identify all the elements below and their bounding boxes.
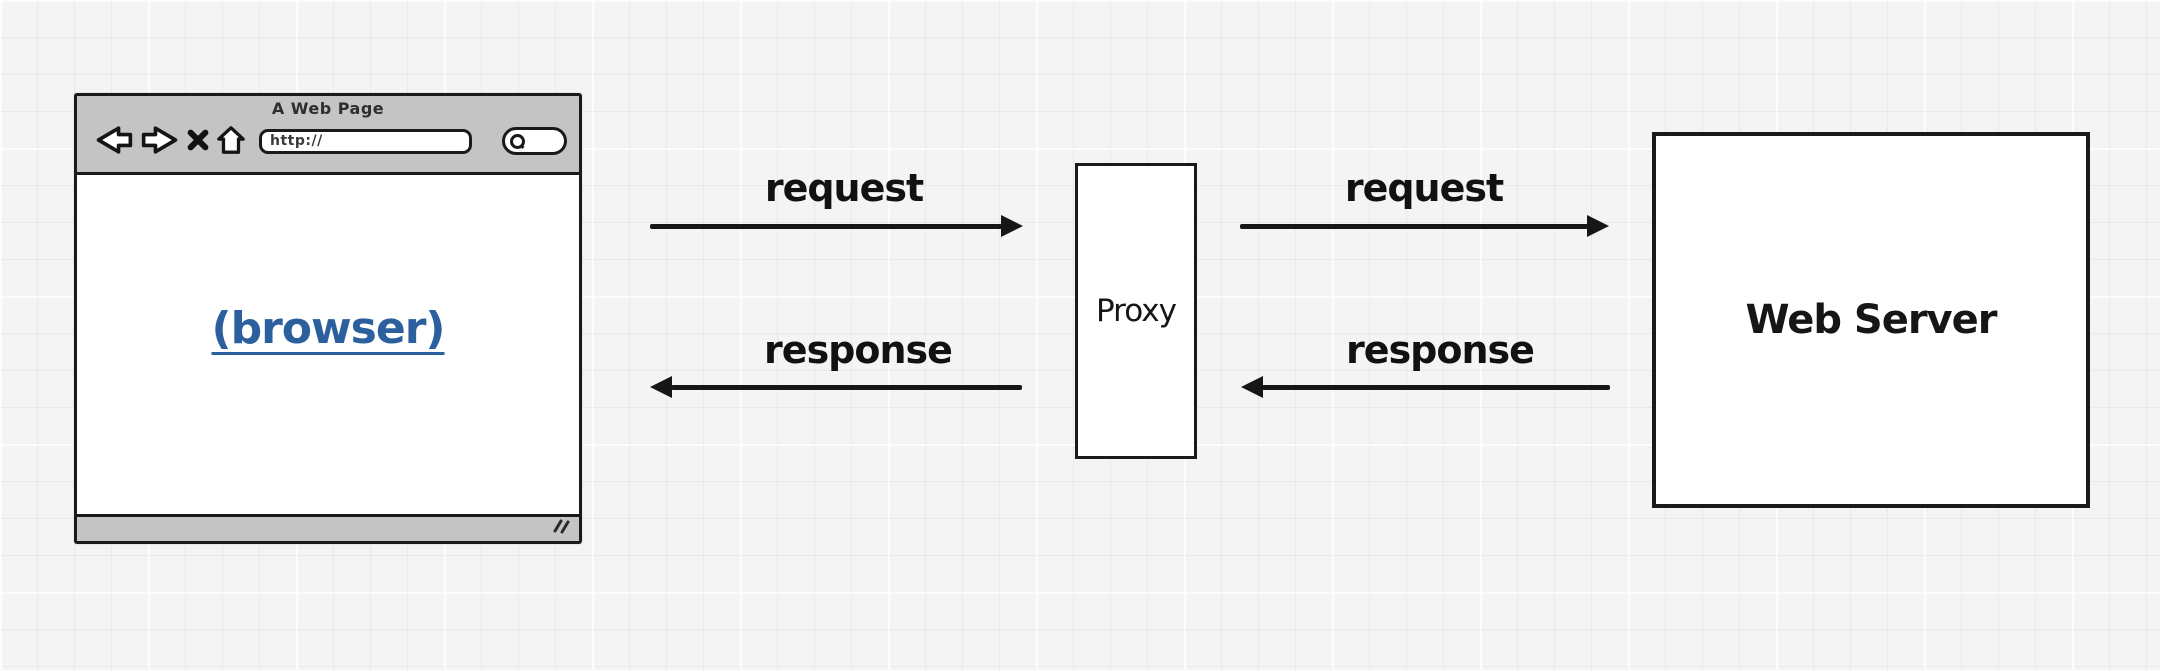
web-server-node: Web Server [1652, 132, 2090, 508]
arrowhead-right-icon [1001, 215, 1023, 237]
arrowhead-left-icon [1241, 376, 1263, 398]
forward-button[interactable] [140, 124, 180, 159]
browser-statusbar [77, 514, 579, 541]
search-icon [509, 134, 525, 149]
browser-link[interactable]: (browser) [211, 303, 445, 354]
window-title: A Web Page [271, 99, 385, 118]
web-server-label: Web Server [1745, 297, 1998, 343]
home-icon [216, 125, 246, 158]
response-label-server-proxy: response [1346, 328, 1535, 372]
browser-window: A Web Page [74, 93, 582, 544]
browser-toolbar: http:// [91, 121, 567, 161]
browser-content: (browser) [77, 175, 579, 514]
resize-grip-icon[interactable] [552, 518, 572, 538]
proxy-label: Proxy [1096, 293, 1177, 329]
close-x-icon [186, 127, 210, 156]
response-arrow-proxy-browser [650, 376, 1022, 398]
search-input[interactable] [501, 127, 567, 155]
forward-arrow-icon [140, 124, 180, 159]
response-arrow-server-proxy [1241, 376, 1610, 398]
request-arrow-proxy-server [1240, 215, 1609, 237]
back-arrow-icon [94, 124, 134, 159]
close-button[interactable] [186, 127, 210, 156]
url-input[interactable]: http:// [259, 128, 472, 154]
arrowhead-right-icon [1587, 215, 1609, 237]
browser-titlebar: A Web Page [77, 96, 579, 175]
response-label-proxy-browser: response [764, 328, 953, 372]
back-button[interactable] [94, 124, 134, 159]
home-button[interactable] [216, 125, 246, 158]
url-value: http:// [270, 133, 323, 149]
request-label-browser-proxy: request [764, 166, 924, 210]
request-label-proxy-server: request [1344, 166, 1504, 210]
proxy-node: Proxy [1075, 163, 1197, 459]
request-arrow-browser-proxy [650, 215, 1023, 237]
arrowhead-left-icon [650, 376, 672, 398]
